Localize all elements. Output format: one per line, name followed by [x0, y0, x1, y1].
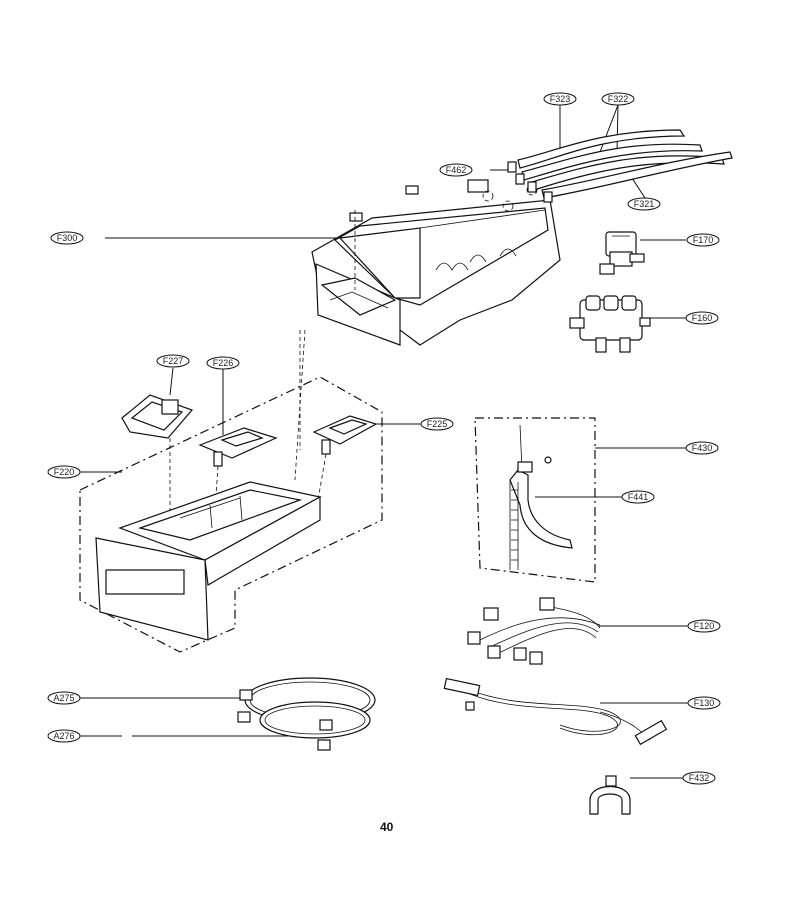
callout-f430: F430 [685, 441, 719, 455]
drawer-f220 [95, 481, 322, 641]
callout-f220: F220 [47, 465, 81, 479]
wire-harness-f120 [467, 597, 601, 665]
svg-text:F300: F300 [57, 233, 78, 243]
svg-text:A275: A275 [53, 693, 74, 703]
callout-f323: F323 [543, 92, 577, 106]
callout-f225: F225 [420, 417, 454, 431]
callout-labels: F323 F322 F462 F321 F300 F170 F160 F227 [47, 92, 721, 785]
svg-text:F160: F160 [692, 313, 713, 323]
siphon-f225 [312, 415, 378, 501]
svg-text:F430: F430 [692, 443, 713, 453]
callout-a276: A276 [47, 729, 81, 743]
svg-text:F130: F130 [694, 698, 715, 708]
svg-text:F225: F225 [427, 419, 448, 429]
valve-f160 [569, 295, 651, 353]
svg-text:F432: F432 [689, 773, 710, 783]
callout-f120: F120 [687, 619, 721, 633]
hose-assembly-box-f430 [474, 417, 596, 583]
callout-f227: F227 [156, 354, 190, 368]
drawer-assembly-frame [79, 376, 383, 653]
callout-f170: F170 [686, 233, 720, 247]
wire-harness-f130 [443, 677, 668, 746]
svg-text:F227: F227 [163, 356, 184, 366]
svg-text:F462: F462 [446, 165, 467, 175]
hoses-f321-f323 [507, 129, 733, 203]
callout-f432: F432 [682, 771, 716, 785]
cap-f227 [121, 394, 194, 520]
svg-text:F322: F322 [608, 94, 629, 104]
callout-f462: F462 [439, 163, 473, 177]
leader-lines [78, 104, 688, 779]
callout-f300: F300 [50, 231, 84, 245]
svg-text:A276: A276 [53, 731, 74, 741]
callout-f130: F130 [687, 696, 721, 710]
callout-f321: F321 [627, 197, 661, 211]
svg-text:F170: F170 [693, 235, 714, 245]
svg-text:F120: F120 [694, 621, 715, 631]
callout-f226: F226 [206, 356, 240, 370]
hoses-a275-a276 [237, 677, 376, 751]
page-number: 40 [380, 820, 394, 834]
svg-text:F226: F226 [213, 358, 234, 368]
callout-a275: A275 [47, 691, 81, 705]
callout-f160: F160 [685, 311, 719, 325]
valve-f170 [599, 231, 645, 275]
svg-text:F323: F323 [550, 94, 571, 104]
drawer-housing-f300 [294, 179, 561, 481]
svg-text:F441: F441 [628, 492, 649, 502]
callout-f441: F441 [621, 490, 655, 504]
svg-text:F220: F220 [54, 467, 75, 477]
callout-f322: F322 [601, 92, 635, 106]
svg-text:F321: F321 [634, 199, 655, 209]
siphon-f226 [198, 427, 278, 511]
clip-f432 [589, 775, 631, 815]
